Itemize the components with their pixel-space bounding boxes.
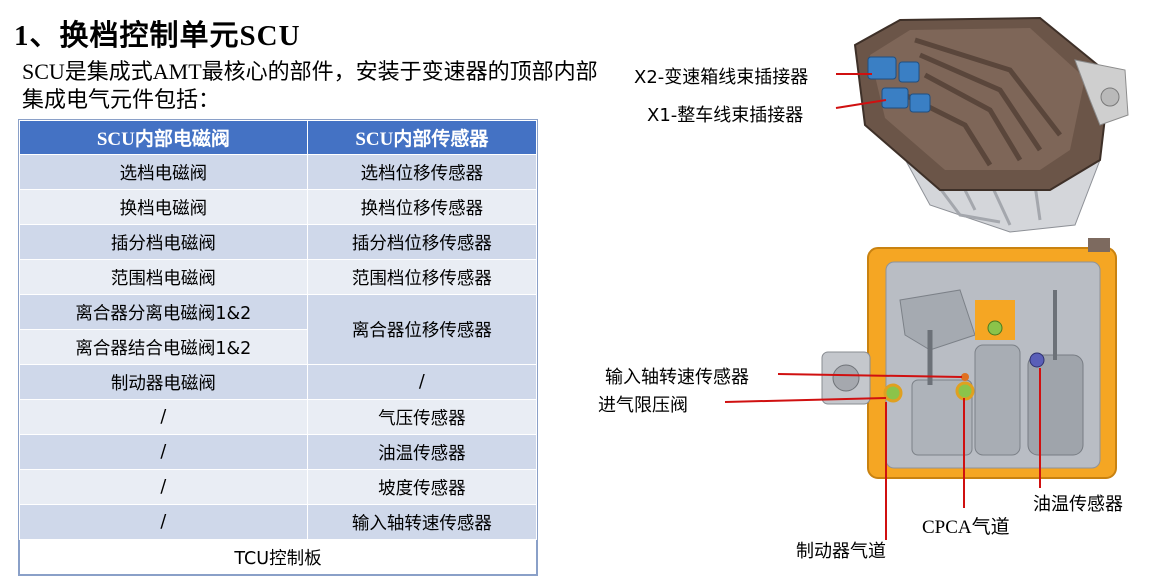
table-cell: 制动器电磁阀 [19, 364, 308, 400]
table-cell: / [19, 469, 308, 505]
label-intake-limit-valve: 进气限压阀 [598, 395, 688, 416]
scu-housing-image [835, 16, 1129, 233]
label-cpca-duct: CPCA气道 [922, 517, 1010, 538]
table-row: 离合器结合电磁阀1&2 [19, 329, 537, 365]
intro-text: SCU是集成式AMT最核心的部件，安装于变速器的顶部内部集成电气元件包括： [22, 59, 598, 112]
table-cell: 输入轴转速传感器 [306, 504, 538, 540]
table-row: / 输入轴转速传感器 [19, 504, 538, 540]
label-x2-connector: X2-变速箱线束插接器 [634, 67, 809, 88]
table-header-row: SCU内部电磁阀 SCU内部传感器 [19, 120, 538, 155]
table-cell-merged: 离合器位移传感器 [306, 294, 538, 365]
leader-line [724, 397, 887, 403]
table-cell: 范围档电磁阀 [19, 259, 308, 295]
table-cell: 换档位移传感器 [306, 189, 538, 225]
table-cell: 换档电磁阀 [19, 189, 308, 225]
label-x1-connector: X1-整车线束插接器 [647, 105, 804, 126]
table-cell: 气压传感器 [306, 399, 538, 435]
component-table: SCU内部电磁阀 SCU内部传感器 选档电磁阀 选档位移传感器 换档电磁阀 换档… [18, 119, 538, 576]
label-brake-duct: 制动器气道 [796, 541, 886, 562]
table-cell: / [19, 504, 308, 540]
table-cell: 选档位移传感器 [306, 154, 538, 190]
table-footer-cell: TCU控制板 [19, 539, 537, 575]
table-row: 范围档电磁阀 范围档位移传感器 [19, 259, 538, 295]
leader-line [835, 99, 887, 109]
table-row: 选档电磁阀 选档位移传感器 [19, 154, 538, 190]
table-cell: 范围档位移传感器 [306, 259, 538, 295]
table-footer-row: TCU控制板 [19, 539, 537, 575]
scu-interior-image [724, 238, 1117, 540]
table-row: 换档电磁阀 换档位移传感器 [19, 189, 538, 225]
table-cell: 插分档电磁阀 [19, 224, 308, 260]
table-row: 离合器分离电磁阀1&2 离合器位移传感器 [19, 294, 538, 365]
leader-line [777, 373, 963, 378]
table-row: 制动器电磁阀 / [19, 364, 538, 400]
label-input-speed-sensor: 输入轴转速传感器 [605, 367, 749, 388]
page-title: 1、换档控制单元SCU [14, 20, 301, 52]
table-row: 插分档电磁阀 插分档位移传感器 [19, 224, 538, 260]
table-cell: / [306, 364, 538, 400]
table-row: / 气压传感器 [19, 399, 538, 435]
table-cell: 插分档位移传感器 [306, 224, 538, 260]
label-oil-temp-sensor: 油温传感器 [1033, 494, 1123, 515]
table-cell: 选档电磁阀 [19, 154, 308, 190]
table-cell: 离合器结合电磁阀1&2 [19, 329, 308, 365]
table-cell: / [19, 399, 308, 435]
